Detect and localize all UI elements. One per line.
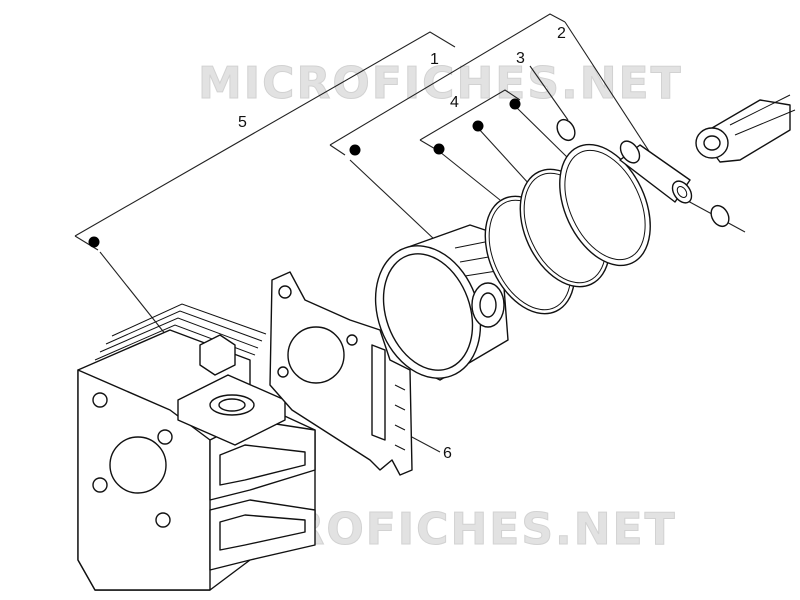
bullet-dot [472,120,484,132]
watermark-top: MICROFICHES.NET [198,58,683,109]
piston-pin-part [619,140,693,204]
callout-6: 6 [443,445,452,462]
connecting-rod-part [695,94,796,163]
bullet-dot [433,143,445,155]
callout-3: 3 [516,50,525,67]
gasket-part [269,271,413,476]
bullet-dot [509,98,521,110]
bullet-dot [88,236,100,248]
callout-5: 5 [238,114,247,131]
piston-rings-part [484,143,651,315]
circlip-part [556,118,730,228]
callout-1: 1 [430,51,439,68]
bullet-dot [349,144,361,156]
bullet-dots [88,98,521,248]
cylinder-part [77,303,316,591]
callout-2: 2 [557,25,566,42]
callout-4: 4 [450,94,459,111]
piston-part [374,224,509,381]
